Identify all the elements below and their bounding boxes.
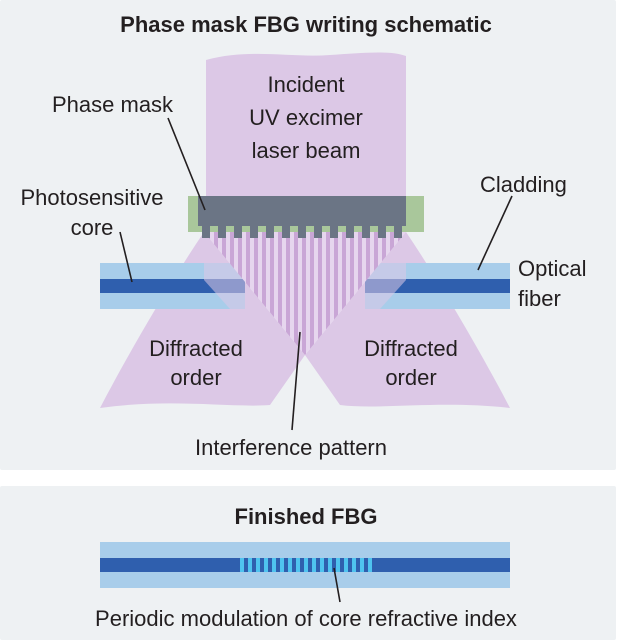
schematic-title: Phase mask FBG writing schematic — [120, 12, 492, 37]
grating-line — [296, 558, 300, 572]
mask-tooth — [202, 226, 210, 238]
mask-tooth — [282, 226, 290, 238]
mask-tooth — [378, 226, 386, 238]
grating-line — [328, 558, 332, 572]
mask-tooth — [218, 226, 226, 238]
interference-pattern-label: Interference pattern — [195, 435, 387, 460]
mask-tooth — [330, 226, 338, 238]
grating-line — [312, 558, 316, 572]
grating-line — [248, 558, 252, 572]
mask-tooth — [298, 226, 306, 238]
mask-tooth — [250, 226, 258, 238]
mask-tooth — [394, 226, 402, 238]
grating-line — [272, 558, 276, 572]
mask-tooth — [234, 226, 242, 238]
grating-line — [288, 558, 292, 572]
diffracted-order-left — [100, 232, 305, 408]
grating-line — [368, 558, 372, 572]
interference-stripe — [262, 232, 266, 355]
interference-stripe — [334, 232, 338, 355]
interference-stripe — [318, 232, 322, 355]
phase-mask — [188, 196, 424, 238]
grating-line — [280, 558, 284, 572]
interference-stripe — [278, 232, 282, 355]
diffracted-order-left-line1: Diffracted — [149, 336, 243, 361]
diffracted-order-right-line1: Diffracted — [364, 336, 458, 361]
beam-label-line2: UV excimer — [249, 105, 363, 130]
grating-line — [256, 558, 260, 572]
optical-fiber-label-line1: Optical — [518, 256, 586, 281]
interference-stripe — [254, 232, 258, 355]
diffracted-order-right-line2: order — [385, 365, 436, 390]
diffracted-order-right — [305, 232, 510, 408]
grating-leader-line — [333, 567, 341, 603]
mask-tooth — [266, 226, 274, 238]
finished-fbg-title: Finished FBG — [235, 504, 378, 529]
grating-line — [336, 558, 340, 572]
cladding-label: Cladding — [480, 172, 567, 197]
grating-line — [240, 558, 244, 572]
optical-fiber-label-line2: fiber — [518, 286, 561, 311]
mask-tooth — [314, 226, 322, 238]
grating-line — [264, 558, 268, 572]
grating-line — [360, 558, 364, 572]
grating-line — [320, 558, 324, 572]
interference-stripe — [342, 232, 346, 355]
photosensitive-label-line2: core — [71, 215, 114, 240]
interference-stripe — [294, 232, 298, 355]
uv-laser-beam — [206, 52, 406, 232]
grating-line — [344, 558, 348, 572]
grating-line — [304, 558, 308, 572]
photosensitive-label-line1: Photosensitive — [20, 185, 163, 210]
fiber-bragg-grating — [240, 558, 372, 572]
interference-stripe — [326, 232, 330, 355]
leader-lines — [119, 117, 513, 431]
interference-stripe — [302, 232, 306, 355]
interference-stripe — [270, 232, 274, 355]
phase-mask-label: Phase mask — [52, 92, 174, 117]
interference-stripe — [350, 232, 354, 355]
beam-label-line1: Incident — [267, 72, 344, 97]
interference-stripe — [310, 232, 314, 355]
grating-line — [352, 558, 356, 572]
mask-tooth — [346, 226, 354, 238]
refractive-index-caption: Periodic modulation of core refractive i… — [95, 606, 517, 631]
finished-fiber — [100, 542, 510, 588]
mask-tooth — [362, 226, 370, 238]
diffracted-order-left-line2: order — [170, 365, 221, 390]
beam-label-line3: laser beam — [252, 138, 361, 163]
interference-stripe — [286, 232, 290, 355]
